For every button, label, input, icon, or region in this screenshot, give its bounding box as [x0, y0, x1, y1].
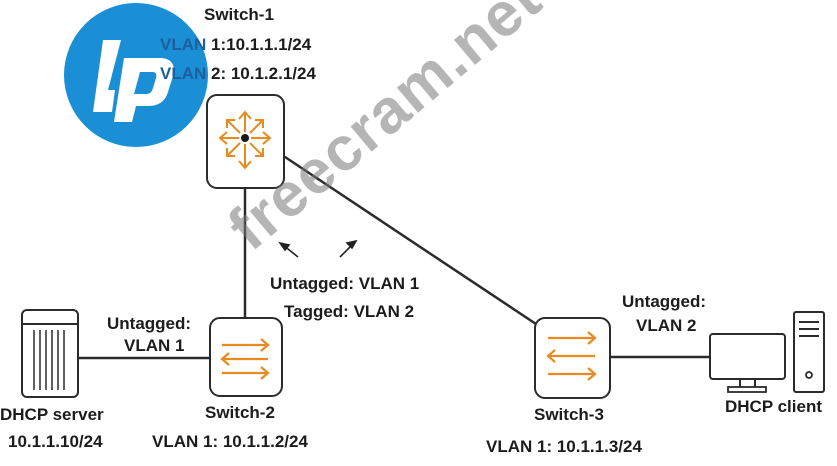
trunk-tagged-label: Tagged: VLAN 2	[284, 302, 415, 321]
client-port-untagged-label: Untagged:	[622, 292, 707, 311]
switch1-vlan2-rest: 2: 10.1.2.1/24	[206, 64, 316, 83]
client-name: DHCP client	[725, 397, 822, 416]
switch1-vlan1-address: VLAN 1:10.1.1.1/24	[160, 35, 311, 55]
server-icon	[21, 309, 79, 398]
switch2-arrows-icon	[220, 338, 270, 380]
switch3-arrows-icon	[546, 331, 597, 381]
switch2-vlan-address: VLAN 1: 10.1.1.2/24	[152, 432, 308, 451]
network-links	[78, 153, 710, 360]
server-port-vlan-label: VLAN 1	[124, 336, 185, 355]
switch2-device	[209, 317, 283, 397]
switch3-device	[534, 317, 611, 399]
direction-arrows	[278, 239, 358, 258]
switch3-name: Switch-3	[534, 405, 604, 424]
switch1-vlan1-rest: 1:10.1.1.1/24	[206, 35, 312, 54]
switch2-name: Switch-2	[205, 403, 275, 422]
switch1-device	[206, 94, 285, 189]
switch1-name: Switch-1	[204, 5, 274, 24]
server-ip: 10.1.1.10/24	[8, 432, 103, 451]
desktop-computer-icon	[709, 311, 825, 393]
client-port-vlan-label: VLAN 2	[636, 316, 697, 335]
trunk-untagged-label: Untagged: VLAN 1	[270, 274, 420, 293]
server-port-untagged-label: Untagged:	[107, 314, 192, 333]
router-arrows-icon	[218, 110, 272, 170]
server-name: DHCP server	[0, 405, 104, 424]
switch1-vlan2-address: VLAN 2: 10.1.2.1/24	[160, 64, 316, 84]
switch1-vlan2-prefix: VLAN	[160, 64, 207, 83]
switch1-vlan1-prefix: VLAN	[160, 35, 207, 54]
switch3-vlan-address: VLAN 1: 10.1.1.3/24	[486, 437, 642, 456]
hp-logo	[64, 3, 208, 147]
link-switch1-switch3	[281, 153, 546, 332]
